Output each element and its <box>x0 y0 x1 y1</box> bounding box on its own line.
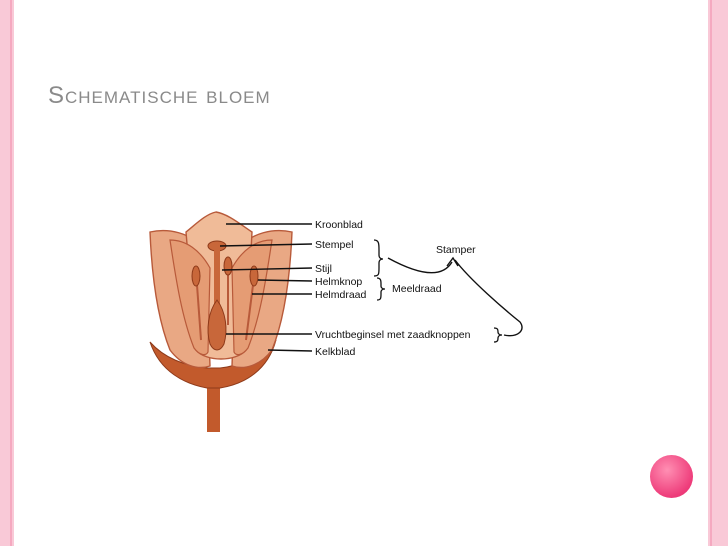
label-stempel: Stempel <box>315 239 354 251</box>
brace-vruchtbeginsel <box>493 327 503 343</box>
brace-stamper-parts <box>373 239 384 277</box>
ovary <box>207 299 227 351</box>
label-vruchtbeginsel: Vruchtbeginsel met zaadknoppen <box>315 329 471 341</box>
filament-right <box>245 284 254 341</box>
anther-left <box>191 265 201 287</box>
connector-stamper-right <box>454 259 523 337</box>
slide-left-border <box>0 0 14 546</box>
label-helmknop: Helmknop <box>315 276 362 288</box>
anther-center <box>223 256 233 276</box>
slide-title: Schematische bloem <box>48 82 271 109</box>
brace-meeldraad-parts <box>376 277 386 301</box>
group-label-meeldraad: Meeldraad <box>392 283 442 295</box>
slide-right-border <box>708 0 728 546</box>
filament-left <box>196 284 202 341</box>
style <box>214 250 220 310</box>
label-stijl: Stijl <box>315 263 332 275</box>
leader-stijl <box>221 267 313 271</box>
connector-stamper-left <box>387 257 453 274</box>
leader-helmknop <box>257 279 313 282</box>
group-label-stamper: Stamper <box>436 244 476 256</box>
label-helmdraad: Helmdraad <box>315 289 367 301</box>
label-kelkblad: Kelkblad <box>315 346 355 358</box>
flower-stem <box>207 378 220 432</box>
label-kroonblad: Kroonblad <box>315 219 363 231</box>
decorative-circle <box>650 455 693 498</box>
anther-right <box>249 265 259 287</box>
leader-kelkblad <box>267 349 313 352</box>
connector-stamper-arrow <box>446 256 459 267</box>
leader-stempel <box>219 243 313 247</box>
